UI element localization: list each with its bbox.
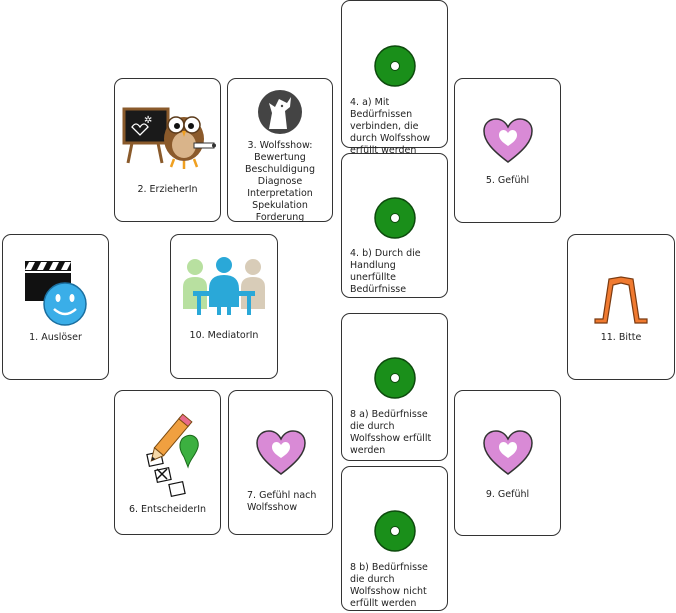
pencil-ballot-icon (115, 411, 220, 501)
card-label: 6. EntscheiderIn (128, 504, 207, 515)
card-gefuehl-5[interactable]: 5. Gefühl (454, 78, 561, 223)
card-bitte[interactable]: 11. Bitte (567, 234, 675, 380)
card-label: 8 b) Bedürfnisse die durch Wolfsshow nic… (350, 562, 428, 609)
card-label: 8 a) Bedürfnisse die durch Wolfsshow erf… (350, 409, 432, 456)
card-gefuehl-9[interactable]: 9. Gefühl (454, 390, 561, 536)
card-beduerfnisse-4a[interactable]: 4. a) Mit Bedürfnissen verbinden, die du… (341, 0, 448, 168)
svg-text:✲: ✲ (144, 115, 152, 126)
card-beduerfnisse-4b[interactable]: 4. b) Durch die Handlung unerfüllte Bedü… (341, 153, 448, 298)
need-circle-icon (342, 196, 447, 240)
card-label: 4. b) Durch die Handlung unerfüllte Bedü… (350, 248, 421, 295)
card-mediatorin[interactable]: 10. MediatorIn (170, 234, 278, 379)
people-meeting-icon (171, 257, 277, 317)
need-circle-icon (342, 356, 447, 400)
card-wolfsshow[interactable]: 3. Wolfsshow: Bewertung Beschuldigung Di… (227, 78, 333, 223)
need-circle-icon (342, 509, 447, 553)
card-label: 3. Wolfsshow: Bewertung Beschuldigung Di… (245, 140, 315, 223)
owl-teacher-icon: ✲ (115, 101, 220, 171)
card-label: 10. MediatorIn (189, 330, 259, 341)
card-beduerfnisse-8b[interactable]: 8 b) Bedürfnisse die durch Wolfsshow nic… (341, 466, 448, 611)
heart-icon (455, 429, 560, 477)
card-entscheiderin[interactable]: 6. EntscheiderIn (114, 390, 221, 535)
heart-icon (229, 429, 332, 477)
card-label: 5. Gefühl (485, 175, 530, 186)
card-label: 9. Gefühl (485, 489, 530, 500)
wolf-howling-icon (228, 89, 332, 135)
card-label: 11. Bitte (600, 332, 642, 343)
heart-icon (455, 117, 560, 165)
card-erzieherin[interactable]: ✲ 2. ErzieherIn (114, 78, 221, 222)
card-gefuehl-7[interactable]: 7. Gefühl nach Wolfsshow (228, 390, 333, 535)
clapperboard-smiley-icon (3, 259, 108, 329)
bitte-shape-icon (568, 273, 674, 327)
card-label: 1. Auslöser (29, 332, 82, 343)
card-ausloeser[interactable]: 1. Auslöser (2, 234, 109, 380)
need-circle-icon (342, 44, 447, 88)
card-beduerfnisse-8a[interactable]: 8 a) Bedürfnisse die durch Wolfsshow erf… (341, 313, 448, 461)
card-label: 2. ErzieherIn (137, 184, 198, 195)
card-label: 7. Gefühl nach Wolfsshow (247, 490, 317, 513)
